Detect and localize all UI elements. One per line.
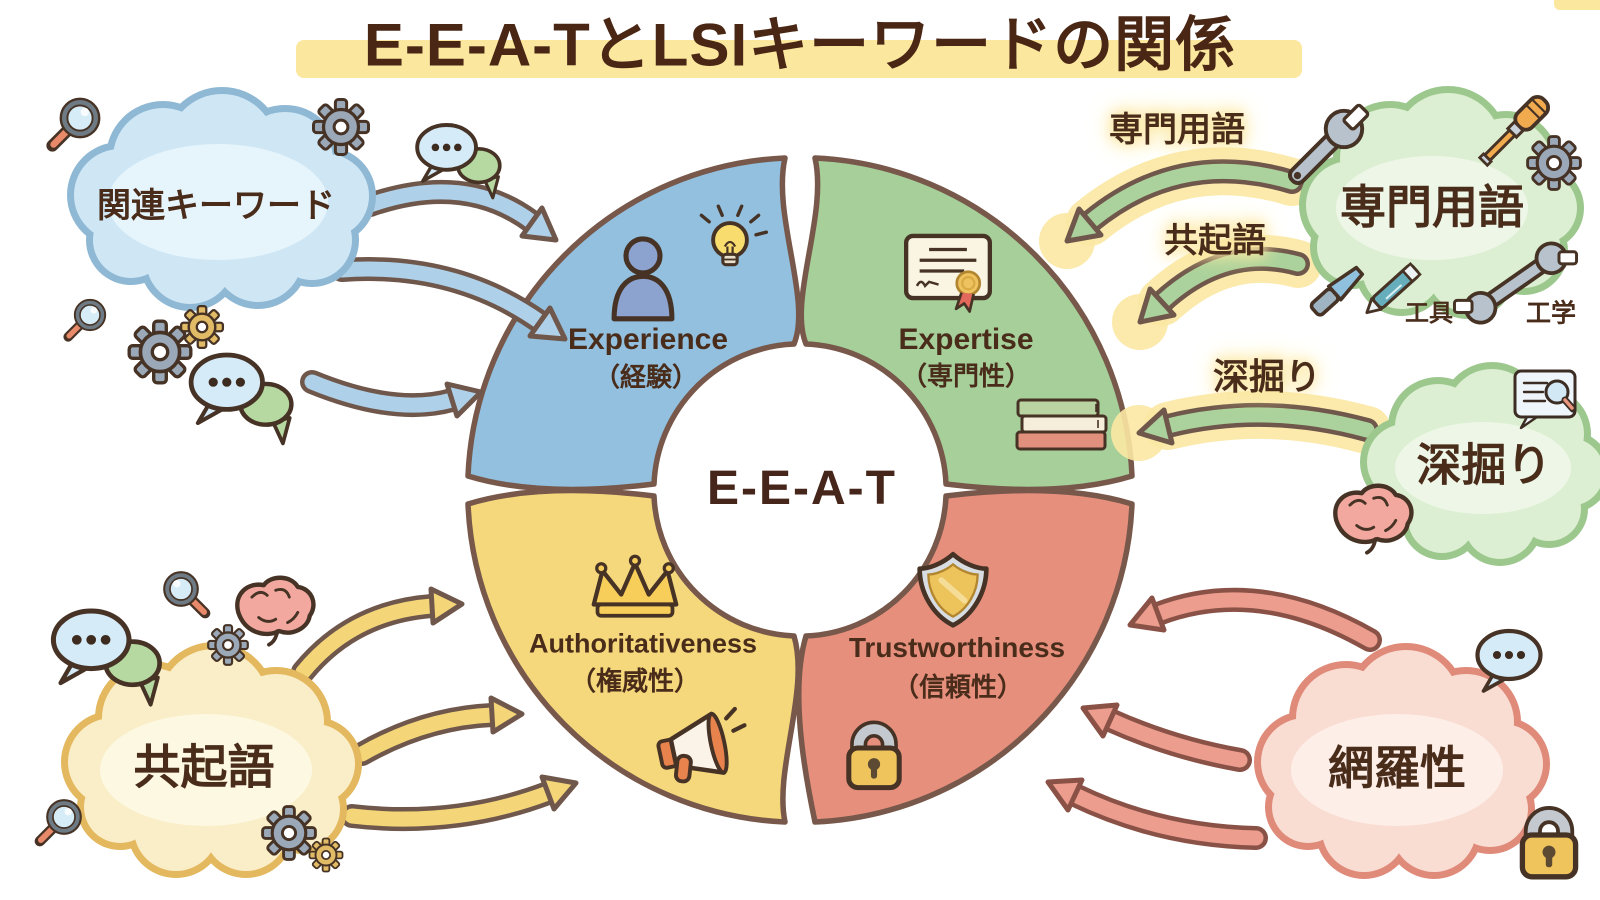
speech-bubble-icon [1478,631,1541,691]
cloud-label-co-occurrence: 共起語 [133,740,275,794]
gear-icon [261,805,317,861]
cloud-label-technical-terms: 専門用語 [1340,181,1524,233]
green-arrow-deep-dive [1136,402,1379,446]
green-arrow-co-occurrence [1137,246,1310,325]
quadrant-label-trustworthiness-en: Trustworthiness [848,632,1066,663]
pink-arrow-3 [1045,777,1268,850]
quadrant-label-expertise-ja: （専門性） [900,361,1032,391]
brain-icon [237,578,313,645]
gear-icon [308,837,344,873]
quadrant-label-authoritativeness-en: Authoritativeness [528,628,758,659]
small-label-engineering: 工学 [1525,299,1577,328]
gear-icon [311,97,371,157]
certificate-icon [906,236,990,312]
yellow-arrow-3 [340,774,579,832]
page-title: E-E-A-TとLSIキーワードの関係 [363,11,1237,79]
title-highlight [296,40,1302,78]
yellow-arrow-2 [350,695,525,766]
cloud-label-comprehensiveness: 網羅性 [1328,742,1466,794]
gear-icon [1526,135,1582,191]
arrow-label-technical-terms: 専門用語 [1109,111,1245,149]
small-label-tools: 工具 [1405,300,1453,327]
pink-arrow-1 [1127,587,1382,652]
cloud-comprehensiveness [1254,643,1550,879]
blue-arrow-2 [330,257,568,342]
brain-icon [1335,486,1411,553]
gear-icon [179,304,225,350]
cloud-label-deep-dive: 深掘り [1416,439,1552,491]
quadrant-label-experience-en: Experience [567,323,729,356]
blue-arrow-1 [358,179,559,243]
quadrant-label-expertise-en: Expertise [898,323,1034,356]
arrow-label-co-occurrence: 共起語 [1164,222,1266,260]
green-arrow-technical-terms [1064,159,1304,244]
pink-arrow-2 [1080,702,1252,772]
corner-decor [1554,0,1600,10]
cloud-related-keywords [67,87,376,311]
magnifier-icon [40,800,81,841]
quadrant-label-experience-ja: （経験） [593,362,699,392]
center-label-eeat: E-E-A-T [707,462,897,515]
cloud-label-related-keywords: 関連キーワード [97,187,335,225]
books-icon [1015,398,1108,451]
magnifier-icon [52,99,99,146]
lock-icon [1522,815,1575,877]
quadrant-label-authoritativeness-ja: （権威性） [569,666,701,696]
gear-icon [207,624,249,666]
arrow-label-deep-dive: 深掘り [1212,356,1322,397]
magnifier-icon [164,572,205,613]
yellow-arrow-1 [291,586,465,684]
quadrant-label-trustworthiness-ja: （信頼性） [892,672,1024,702]
speech-bubbles-icon [191,355,291,443]
magnifier-icon [68,300,105,337]
cloud-co-occurrence [61,642,362,878]
crown-icon [594,556,677,616]
blue-arrow-3 [300,370,484,419]
